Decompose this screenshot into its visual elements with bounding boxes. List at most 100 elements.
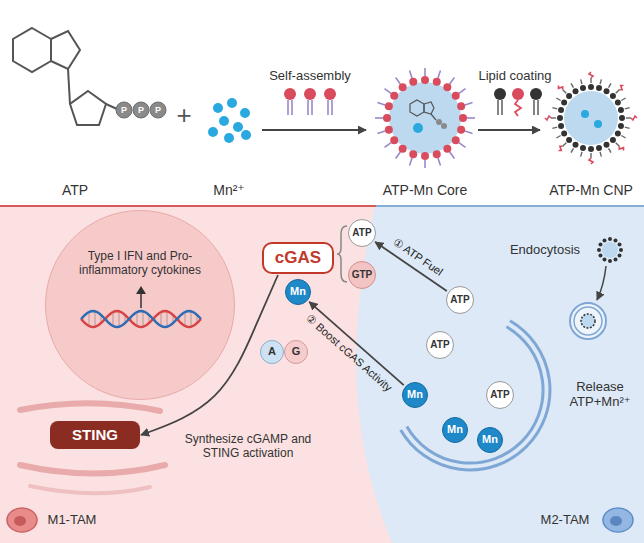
dna-rung xyxy=(184,312,185,326)
lipid-head xyxy=(580,145,586,151)
ion-dot xyxy=(213,103,223,113)
lipid-tail xyxy=(571,148,574,152)
bond xyxy=(106,104,117,109)
lipid-tail xyxy=(616,143,620,147)
protein-box: STING xyxy=(50,421,140,449)
lipid-tail xyxy=(626,117,631,118)
lipid-head xyxy=(443,145,451,153)
ion-dot xyxy=(241,130,251,140)
lipid-head xyxy=(573,142,579,148)
endocytosis-arrow xyxy=(597,266,606,300)
lipid-head xyxy=(580,85,586,91)
lipid-tail xyxy=(590,78,591,83)
lipid-icon xyxy=(530,88,542,115)
nucleus: Type I IFN and Pro-inflammatory cytokine… xyxy=(45,210,235,400)
lipid-tail xyxy=(467,117,475,119)
ion-dot xyxy=(208,127,218,137)
component-label: Mn²⁺ xyxy=(213,182,245,198)
lipid-head xyxy=(618,107,624,113)
lipid-head xyxy=(558,123,564,129)
molecule-name: ATP xyxy=(352,227,371,239)
dna-strand xyxy=(81,311,201,327)
lipid-tail xyxy=(501,100,503,115)
dna-rung xyxy=(94,311,95,326)
lipid-head xyxy=(603,238,607,242)
phosphate xyxy=(150,102,166,118)
lipid-head xyxy=(596,85,602,91)
endosome xyxy=(570,303,606,339)
peptide-chain xyxy=(515,100,521,116)
process-note: Synthesize cGAMP and STING activation xyxy=(181,433,316,461)
nanoparticle xyxy=(602,242,618,258)
m1-cell-icon xyxy=(7,508,37,532)
nanoparticle-coat xyxy=(597,237,623,263)
lipid-tail xyxy=(396,78,401,84)
lipid-head xyxy=(557,115,563,121)
molecule-circle: ATP xyxy=(426,331,454,359)
step-label: Lipid coating xyxy=(479,69,552,84)
mini-atp xyxy=(410,100,436,120)
lipid-tail xyxy=(625,127,630,128)
dna-strand xyxy=(81,311,201,327)
peptide-chain xyxy=(631,116,637,120)
lipid-head xyxy=(610,137,616,143)
dna-illustration xyxy=(46,211,236,401)
protein-name: STING xyxy=(72,426,118,444)
nucleus-text: Type I IFN and Pro-inflammatory cytokine… xyxy=(55,249,225,278)
lipid-tail xyxy=(600,152,601,157)
lipid-head xyxy=(610,93,616,99)
lipid-tail xyxy=(377,103,385,105)
lipid-tail xyxy=(291,100,293,115)
molecule-name: ATP xyxy=(490,389,509,401)
lipid-tail xyxy=(556,136,560,139)
arrow-label: ② Boost cGAS Activity xyxy=(303,311,394,393)
component-label: ATP-Mn Core xyxy=(383,182,468,198)
lipid-icon xyxy=(512,88,524,116)
lipid-tail xyxy=(424,68,426,76)
lipid-tail xyxy=(459,143,465,148)
lipid-tail xyxy=(609,83,612,87)
lipid-head xyxy=(433,78,441,86)
lipid-tail xyxy=(552,108,557,109)
lipid-tail xyxy=(551,117,556,118)
enzyme-box: cGAS xyxy=(262,242,334,274)
mn-ions xyxy=(208,98,251,143)
ion-name: Mn xyxy=(290,285,306,298)
step-label: Endocytosis xyxy=(510,243,580,258)
mini-ion xyxy=(581,110,589,118)
lipid-tail xyxy=(616,90,620,94)
lipid-tail xyxy=(556,98,560,101)
lipid-head xyxy=(596,145,602,151)
cell-label: M2-TAM xyxy=(541,513,590,528)
mini-phosphate xyxy=(436,119,442,125)
lipid-head xyxy=(399,83,407,91)
lipid-head xyxy=(561,100,567,106)
lipid-tail xyxy=(537,100,539,115)
lipid-head xyxy=(457,126,465,134)
lipid-head xyxy=(597,248,601,252)
lipid-tail xyxy=(459,89,465,94)
lipid-tail xyxy=(497,100,499,115)
lipid-head xyxy=(619,248,623,252)
endosome xyxy=(574,307,602,335)
ion-name: Mn xyxy=(447,423,463,436)
lipid-tail xyxy=(410,158,412,166)
ion-dot xyxy=(224,133,234,143)
lipid-head xyxy=(433,150,441,158)
lipid-head xyxy=(399,145,407,153)
lipid-tail xyxy=(600,79,601,84)
lipid-tail xyxy=(385,89,391,94)
lipid-tail xyxy=(450,78,455,84)
ion-dot xyxy=(240,108,250,118)
core-sphere xyxy=(389,82,461,154)
ion-circle: Mn xyxy=(402,382,428,408)
lipid-tail xyxy=(621,98,625,101)
lipid-tail xyxy=(533,100,535,115)
lipid-head xyxy=(615,131,621,137)
lipid-head xyxy=(284,88,296,100)
cell-label: M1-TAM xyxy=(48,513,97,528)
ion-dot xyxy=(227,98,237,108)
lipid-head xyxy=(409,150,417,158)
cell-nucleus-icon xyxy=(610,516,622,526)
